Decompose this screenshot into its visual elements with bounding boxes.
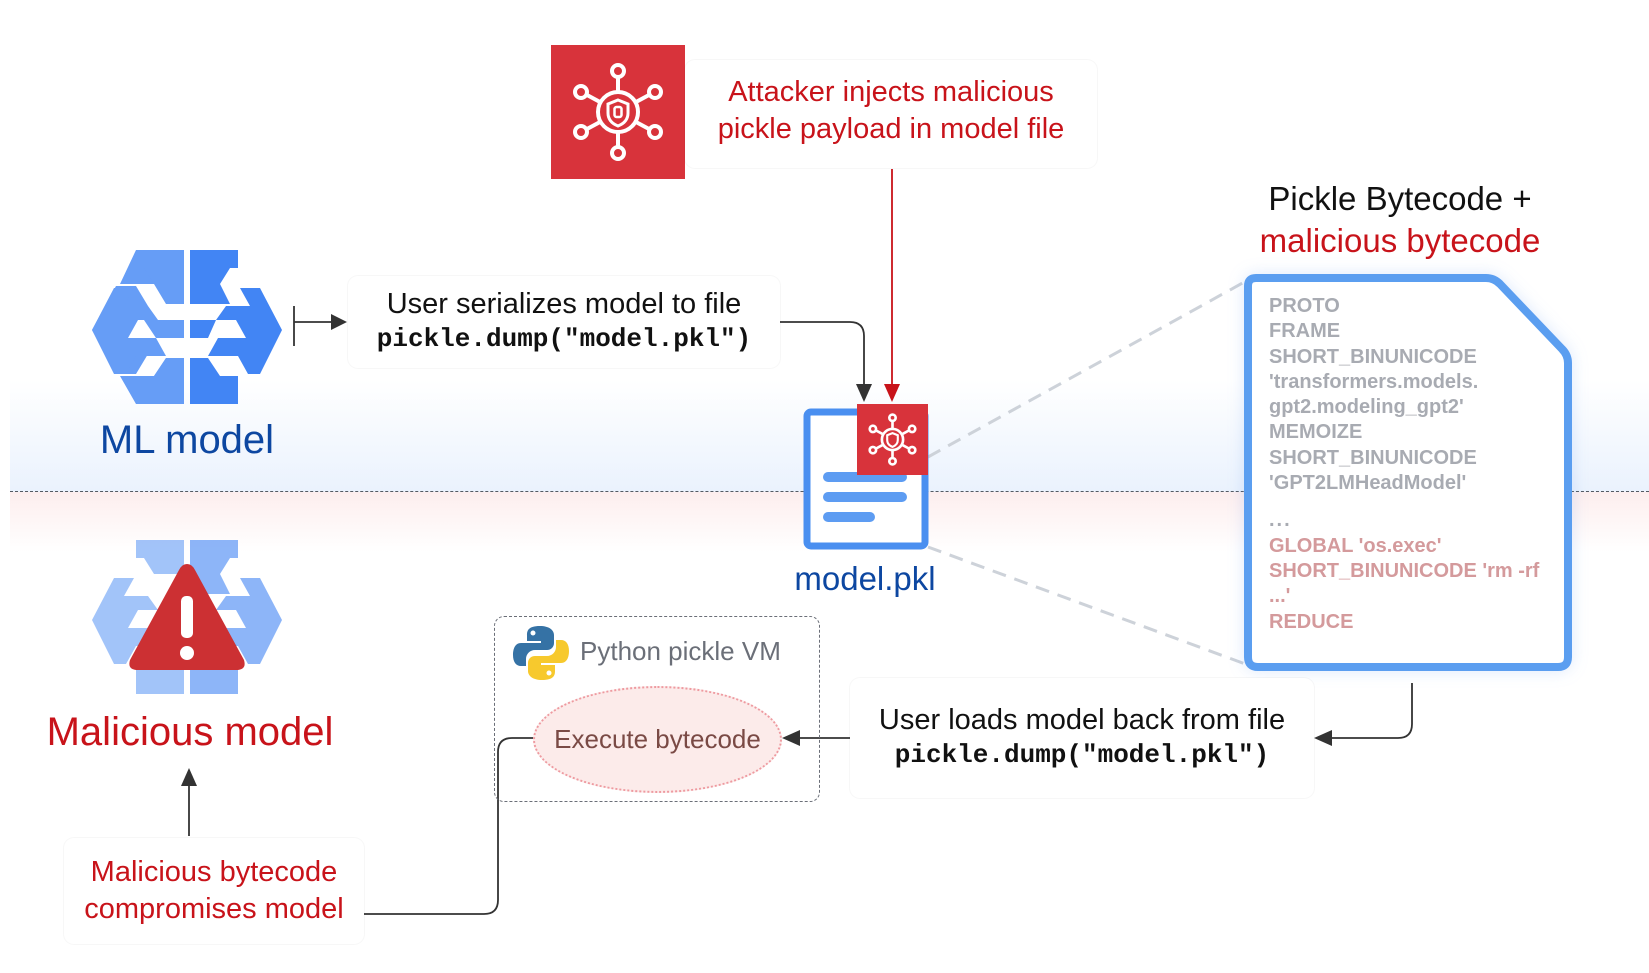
serialize-step-text: User serializes model to file	[386, 288, 742, 320]
execute-bytecode-label: Execute bytecode	[554, 724, 761, 754]
bytecode-panel-title: Pickle Bytecode + malicious bytecode	[1230, 178, 1570, 262]
malicious-bytecode-line: REDUCE	[1269, 610, 1354, 633]
brain-icon	[92, 250, 282, 404]
bytecode-ellipsis: ...	[1269, 509, 1292, 532]
attacker-icon-box	[551, 45, 685, 179]
python-vm-container	[494, 616, 820, 802]
malicious-payload-badge	[857, 404, 928, 475]
malicious-model-label: Malicious model	[46, 710, 334, 754]
serialize-to-file-arrow	[780, 321, 865, 384]
bytecode-line: PROTO	[1269, 295, 1340, 317]
zoom-guide-top	[927, 278, 1249, 459]
ml-model-label: ML model	[99, 418, 275, 462]
compromise-label-line1: Malicious bytecode	[90, 856, 338, 888]
malicious-bytecode-line: ...'	[1269, 585, 1291, 608]
serialize-step-label: User serializes model to file pickle.dum…	[348, 276, 780, 368]
bytecode-line: SHORT_BINUNICODE	[1269, 446, 1477, 469]
bytecode-malicious-lines: GLOBAL 'os.exec'SHORT_BINUNICODE 'rm -rf…	[1269, 534, 1569, 635]
zoom-guide-bottom	[927, 545, 1249, 667]
bytecode-title-line2: malicious bytecode	[1259, 222, 1541, 259]
load-step-code: pickle.dump("model.pkl")	[894, 740, 1270, 771]
attacker-label-line2: pickle payload in model file	[717, 113, 1065, 146]
bytecode-line: MEMOIZE	[1269, 421, 1363, 444]
execute-bytecode-node: Execute bytecode	[533, 686, 782, 793]
compromise-step-label: Malicious bytecode compromises model	[64, 838, 364, 944]
virus-shield-network-icon	[573, 63, 663, 161]
panel-to-load-arrow	[1330, 683, 1413, 739]
attacker-label-line1: Attacker injects malicious	[728, 76, 1054, 108]
malicious-bytecode-line: SHORT_BINUNICODE 'rm -rf	[1269, 559, 1540, 582]
load-step-text: User loads model back from file	[878, 704, 1286, 736]
bytecode-line: SHORT_BINUNICODE	[1269, 345, 1477, 368]
serialize-step-code: pickle.dump("model.pkl")	[376, 324, 752, 355]
load-step-label: User loads model back from file pickle.d…	[850, 678, 1314, 798]
bytecode-line: 'transformers.models.	[1269, 370, 1479, 393]
python-logo-icon	[513, 626, 569, 680]
model-file-label: model.pkl	[794, 560, 936, 597]
bytecode-document	[1244, 274, 1572, 671]
execute-to-compromise-line	[364, 737, 533, 915]
bytecode-line: 'GPT2LMHeadModel'	[1269, 472, 1467, 495]
bytecode-line: gpt2.modeling_gpt2'	[1269, 396, 1464, 419]
bytecode-line: FRAME	[1269, 320, 1341, 343]
bytecode-title-line1: Pickle Bytecode +	[1268, 180, 1532, 217]
malicious-bytecode-line: GLOBAL 'os.exec'	[1269, 534, 1442, 557]
attacker-label: Attacker injects malicious pickle payloa…	[685, 60, 1097, 168]
python-vm-label: Python pickle VM	[580, 636, 781, 666]
compromise-label-line2: compromises model	[84, 893, 344, 926]
warning-triangle-icon	[129, 564, 245, 670]
virus-shield-network-icon	[868, 413, 917, 466]
